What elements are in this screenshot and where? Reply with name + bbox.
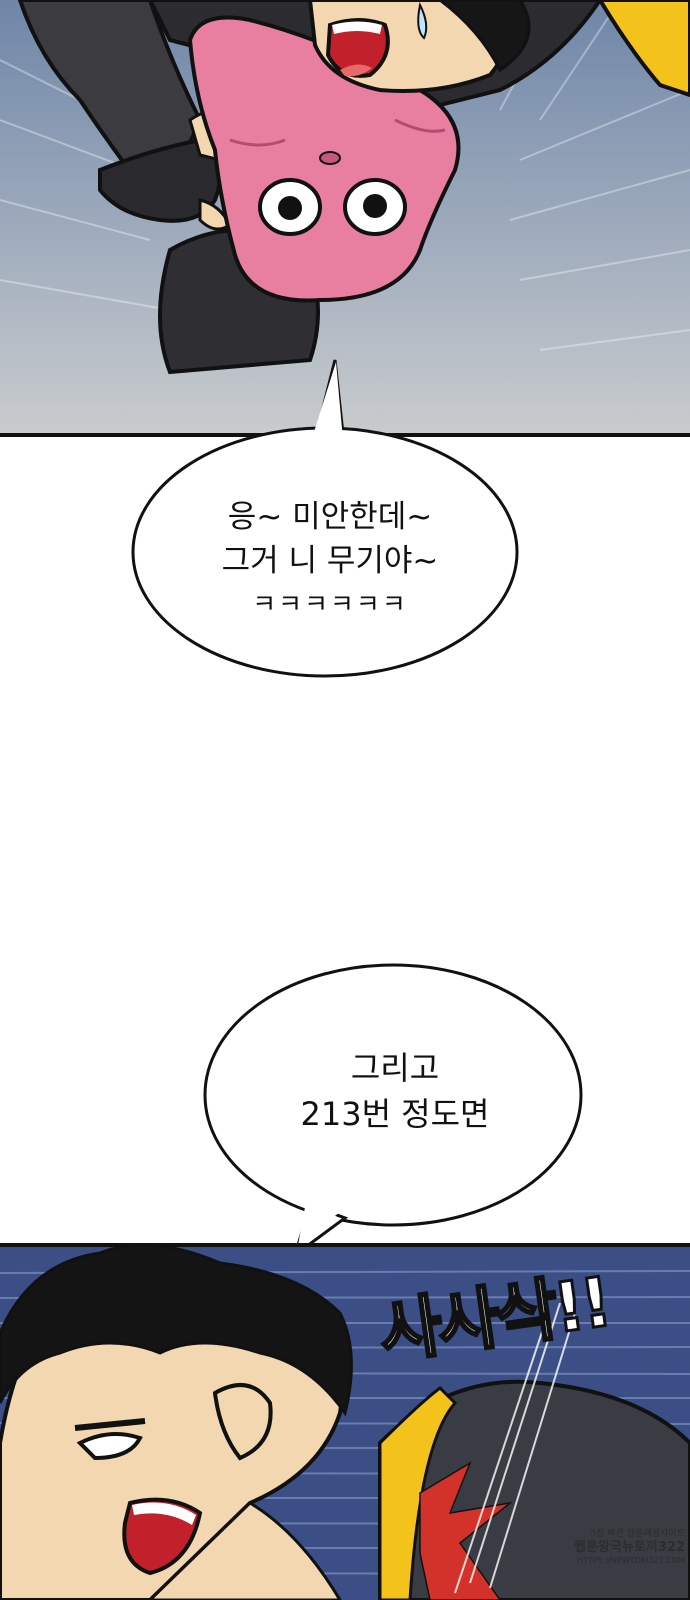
bubble-1-text: 응~ 미안한데~ 그거 니 무기야~ ㅋㅋㅋㅋㅋㅋ [140,495,520,627]
bubble-2-line-1: 그리고 [350,1049,440,1087]
bubble-1-line-3: ㅋㅋㅋㅋㅋㅋ [252,590,408,620]
watermark-line-1: 가장 빠른 웹툰제공사이트 [588,1529,685,1539]
speech-bubble-2 [203,963,583,1259]
bubble-1-line-1: 응~ 미안한데~ [227,499,433,535]
top-panel-art [0,0,690,437]
bubble-2-line-2: 213번 정도면 [300,1095,490,1133]
watermark: 가장 빠른 웹툰제공사이트 웹툰왕국뉴토끼322 HTTPS://NEWTOKI… [520,1528,685,1567]
bubble-2-text: 그리고 213번 정도면 [205,1045,585,1137]
top-comic-panel [0,0,690,440]
bottom-panel-art [0,1243,690,1600]
bubble-1-line-2: 그거 니 무기야~ [221,543,439,579]
speech-bubble-1 [131,359,519,678]
watermark-line-3: HTTPS://NEWTOKI322.COM [577,1556,685,1565]
bottom-comic-panel [0,1243,690,1600]
watermark-line-2: 웹툰왕국뉴토끼322 [574,1540,685,1555]
